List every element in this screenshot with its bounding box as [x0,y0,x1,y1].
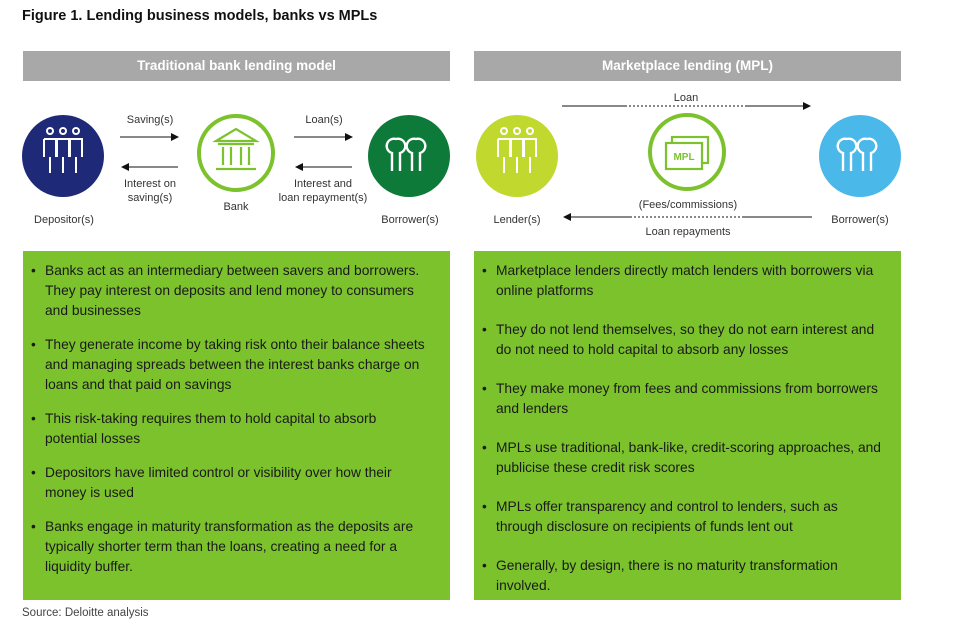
list-item: They do not lend themselves, so they do … [482,320,887,360]
fees-label: (Fees/commissions) [638,199,738,211]
depositor-icon [22,115,104,197]
traditional-header: Traditional bank lending model [23,51,450,81]
borrower-label: Borrower(s) [381,214,439,226]
list-item: Depositors have limited control or visib… [31,463,432,503]
loan-repayments-label: Loan repayments [645,226,731,238]
loans-label: Loan(s) [305,114,343,126]
list-item: Generally, by design, there is no maturi… [482,556,887,596]
loan-label: Loan [673,92,699,104]
figure-title: Figure 1. Lending business models, banks… [22,8,378,24]
list-item: Marketplace lenders directly match lende… [482,261,887,301]
list-item: They make money from fees and commission… [482,379,887,419]
traditional-points-panel: Banks act as an intermediary between sav… [23,251,450,600]
list-item: This risk-taking requires them to hold c… [31,409,432,449]
list-item: MPLs use traditional, bank-like, credit-… [482,438,887,478]
mpl-points-panel: Marketplace lenders directly match lende… [474,251,901,600]
mpl-header: Marketplace lending (MPL) [474,51,901,81]
mpl-borrower-label: Borrower(s) [831,214,889,226]
lending-flow-diagrams: MPL [22,102,901,221]
list-item: Banks engage in maturity transformation … [31,517,432,577]
lender-icon [476,115,558,197]
savings-label: Saving(s) [126,114,174,126]
lender-label: Lender(s) [493,214,541,226]
mpl-borrower-icon [819,115,901,197]
interest-repayment-label: Interest and loan repayment(s) [278,178,368,204]
list-item: They generate income by taking risk onto… [31,335,432,395]
bank-label: Bank [223,201,249,213]
bank-icon [197,114,275,192]
borrower-icon [368,115,450,197]
interest-on-savings-label: Interest on saving(s) [124,178,176,204]
list-item: Banks act as an intermediary between sav… [31,261,432,321]
mpl-icon-label: MPL [673,152,694,163]
depositor-label: Depositor(s) [34,214,94,226]
mpl-icon: MPL [648,113,726,191]
list-item: MPLs offer transparency and control to l… [482,497,887,537]
source-note: Source: Deloitte analysis [22,607,149,619]
